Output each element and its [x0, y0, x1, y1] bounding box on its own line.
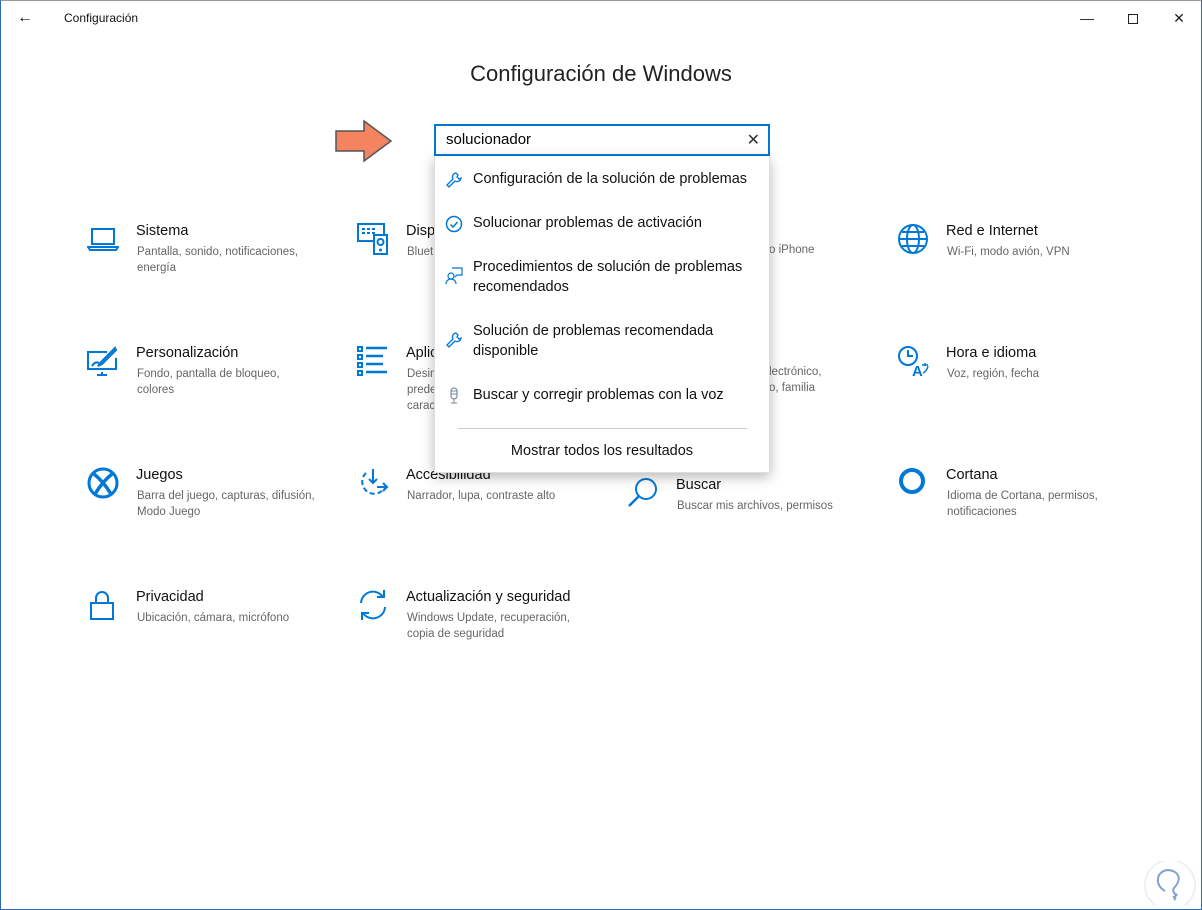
tile-title: Disp [406, 223, 436, 239]
suggestion-label: Solucionar problemas de activación [473, 215, 702, 231]
watermark-logo-icon [1144, 861, 1196, 905]
tile-title: Juegos [136, 467, 183, 483]
tile-desc: Desin prede carac [407, 366, 587, 414]
cortana-icon [899, 468, 925, 494]
minimize-button[interactable]: — [1064, 1, 1110, 35]
close-button[interactable]: ✕ [1156, 1, 1202, 35]
lock-icon [90, 591, 114, 620]
desc-line: carac [407, 400, 436, 412]
tile-desc: Fondo, pantalla de bloqueo, colores [137, 368, 280, 396]
back-button[interactable]: ← [13, 7, 37, 29]
svg-text:A: A [912, 363, 923, 377]
check-circle-icon [445, 215, 463, 233]
divider [458, 428, 747, 429]
search-icon [628, 478, 657, 507]
arrow-left-icon: ← [17, 9, 33, 26]
title-bar: ← Configuración — ✕ [1, 1, 1201, 35]
minimize-icon: — [1080, 10, 1094, 26]
tile-desc: Barra del juego, capturas, difusión, Mod… [137, 490, 315, 518]
maximize-icon [1128, 14, 1138, 25]
person-feedback-icon [445, 267, 463, 285]
tile-desc: Ubicación, cámara, micrófono [137, 612, 290, 624]
suggestion-label: Buscar y corregir problemas con la voz [473, 387, 724, 403]
wrench-icon [446, 172, 462, 188]
tile-cuentas-desc: o, familia [769, 382, 816, 394]
ease-of-access-icon [361, 469, 389, 495]
tile-desc: Voz, región, fecha [947, 368, 1040, 380]
search-suggestions: Configuración de la solución de problema… [434, 156, 770, 473]
tile-telefono-desc: o iPhone [769, 244, 815, 256]
desc-line: prede [407, 384, 437, 396]
sync-icon [360, 590, 386, 620]
search-input[interactable] [446, 131, 736, 148]
tile-title: Actualización y seguridad [406, 589, 571, 605]
suggestion-label: Procedimientos de solución de problemas … [473, 259, 743, 295]
tile-desc: Bluet [407, 246, 434, 258]
devices-icon [357, 223, 388, 255]
paint-brush-icon [87, 346, 118, 376]
window-title: Configuración [64, 11, 139, 25]
tile-title: Sistema [136, 223, 189, 239]
tile-desc: Wi-Fi, modo avión, VPN [947, 246, 1070, 258]
tile-desc: Pantalla, sonido, notificaciones, energí… [137, 246, 299, 274]
settings-search-box[interactable]: ✕ [434, 124, 770, 156]
maximize-button[interactable] [1110, 1, 1156, 35]
show-all-results-link[interactable]: Mostrar todos los resultados [510, 443, 694, 459]
tile-title: Red e Internet [946, 223, 1038, 239]
tile-desc: Idioma de Cortana, permisos, notificacio… [947, 490, 1098, 518]
page-title: Configuración de Windows [470, 61, 732, 86]
tile-cuentas-desc: lectrónico, [769, 366, 822, 378]
annotation-arrow-icon [335, 119, 393, 163]
suggestion-label: Configuración de la solución de problema… [473, 171, 748, 187]
tile-desc: Narrador, lupa, contraste alto [407, 490, 556, 502]
microphone-icon [450, 387, 458, 404]
xbox-icon [87, 467, 119, 499]
tile-title: Personalización [136, 345, 239, 361]
apps-list-icon [357, 346, 387, 376]
desc-line: Desin [407, 368, 437, 380]
tile-desc: Windows Update, recuperación, copia de s… [407, 612, 570, 640]
wrench-icon [446, 332, 462, 348]
close-icon: ✕ [746, 132, 760, 149]
suggestion-label: Solución de problemas recomendada dispon… [473, 323, 714, 359]
tile-title: Aplic [406, 345, 438, 361]
time-language-icon: A [898, 346, 929, 377]
tile-desc: Buscar mis archivos, permisos [677, 500, 833, 512]
laptop-icon [87, 228, 119, 251]
globe-icon [898, 224, 928, 254]
close-icon: ✕ [1173, 10, 1185, 26]
tile-title: Buscar [676, 477, 722, 493]
tile-title: Cortana [946, 467, 998, 483]
tile-title: Privacidad [136, 589, 204, 605]
clear-search-button[interactable]: ✕ [747, 130, 760, 150]
tile-title: Hora e idioma [946, 345, 1037, 361]
